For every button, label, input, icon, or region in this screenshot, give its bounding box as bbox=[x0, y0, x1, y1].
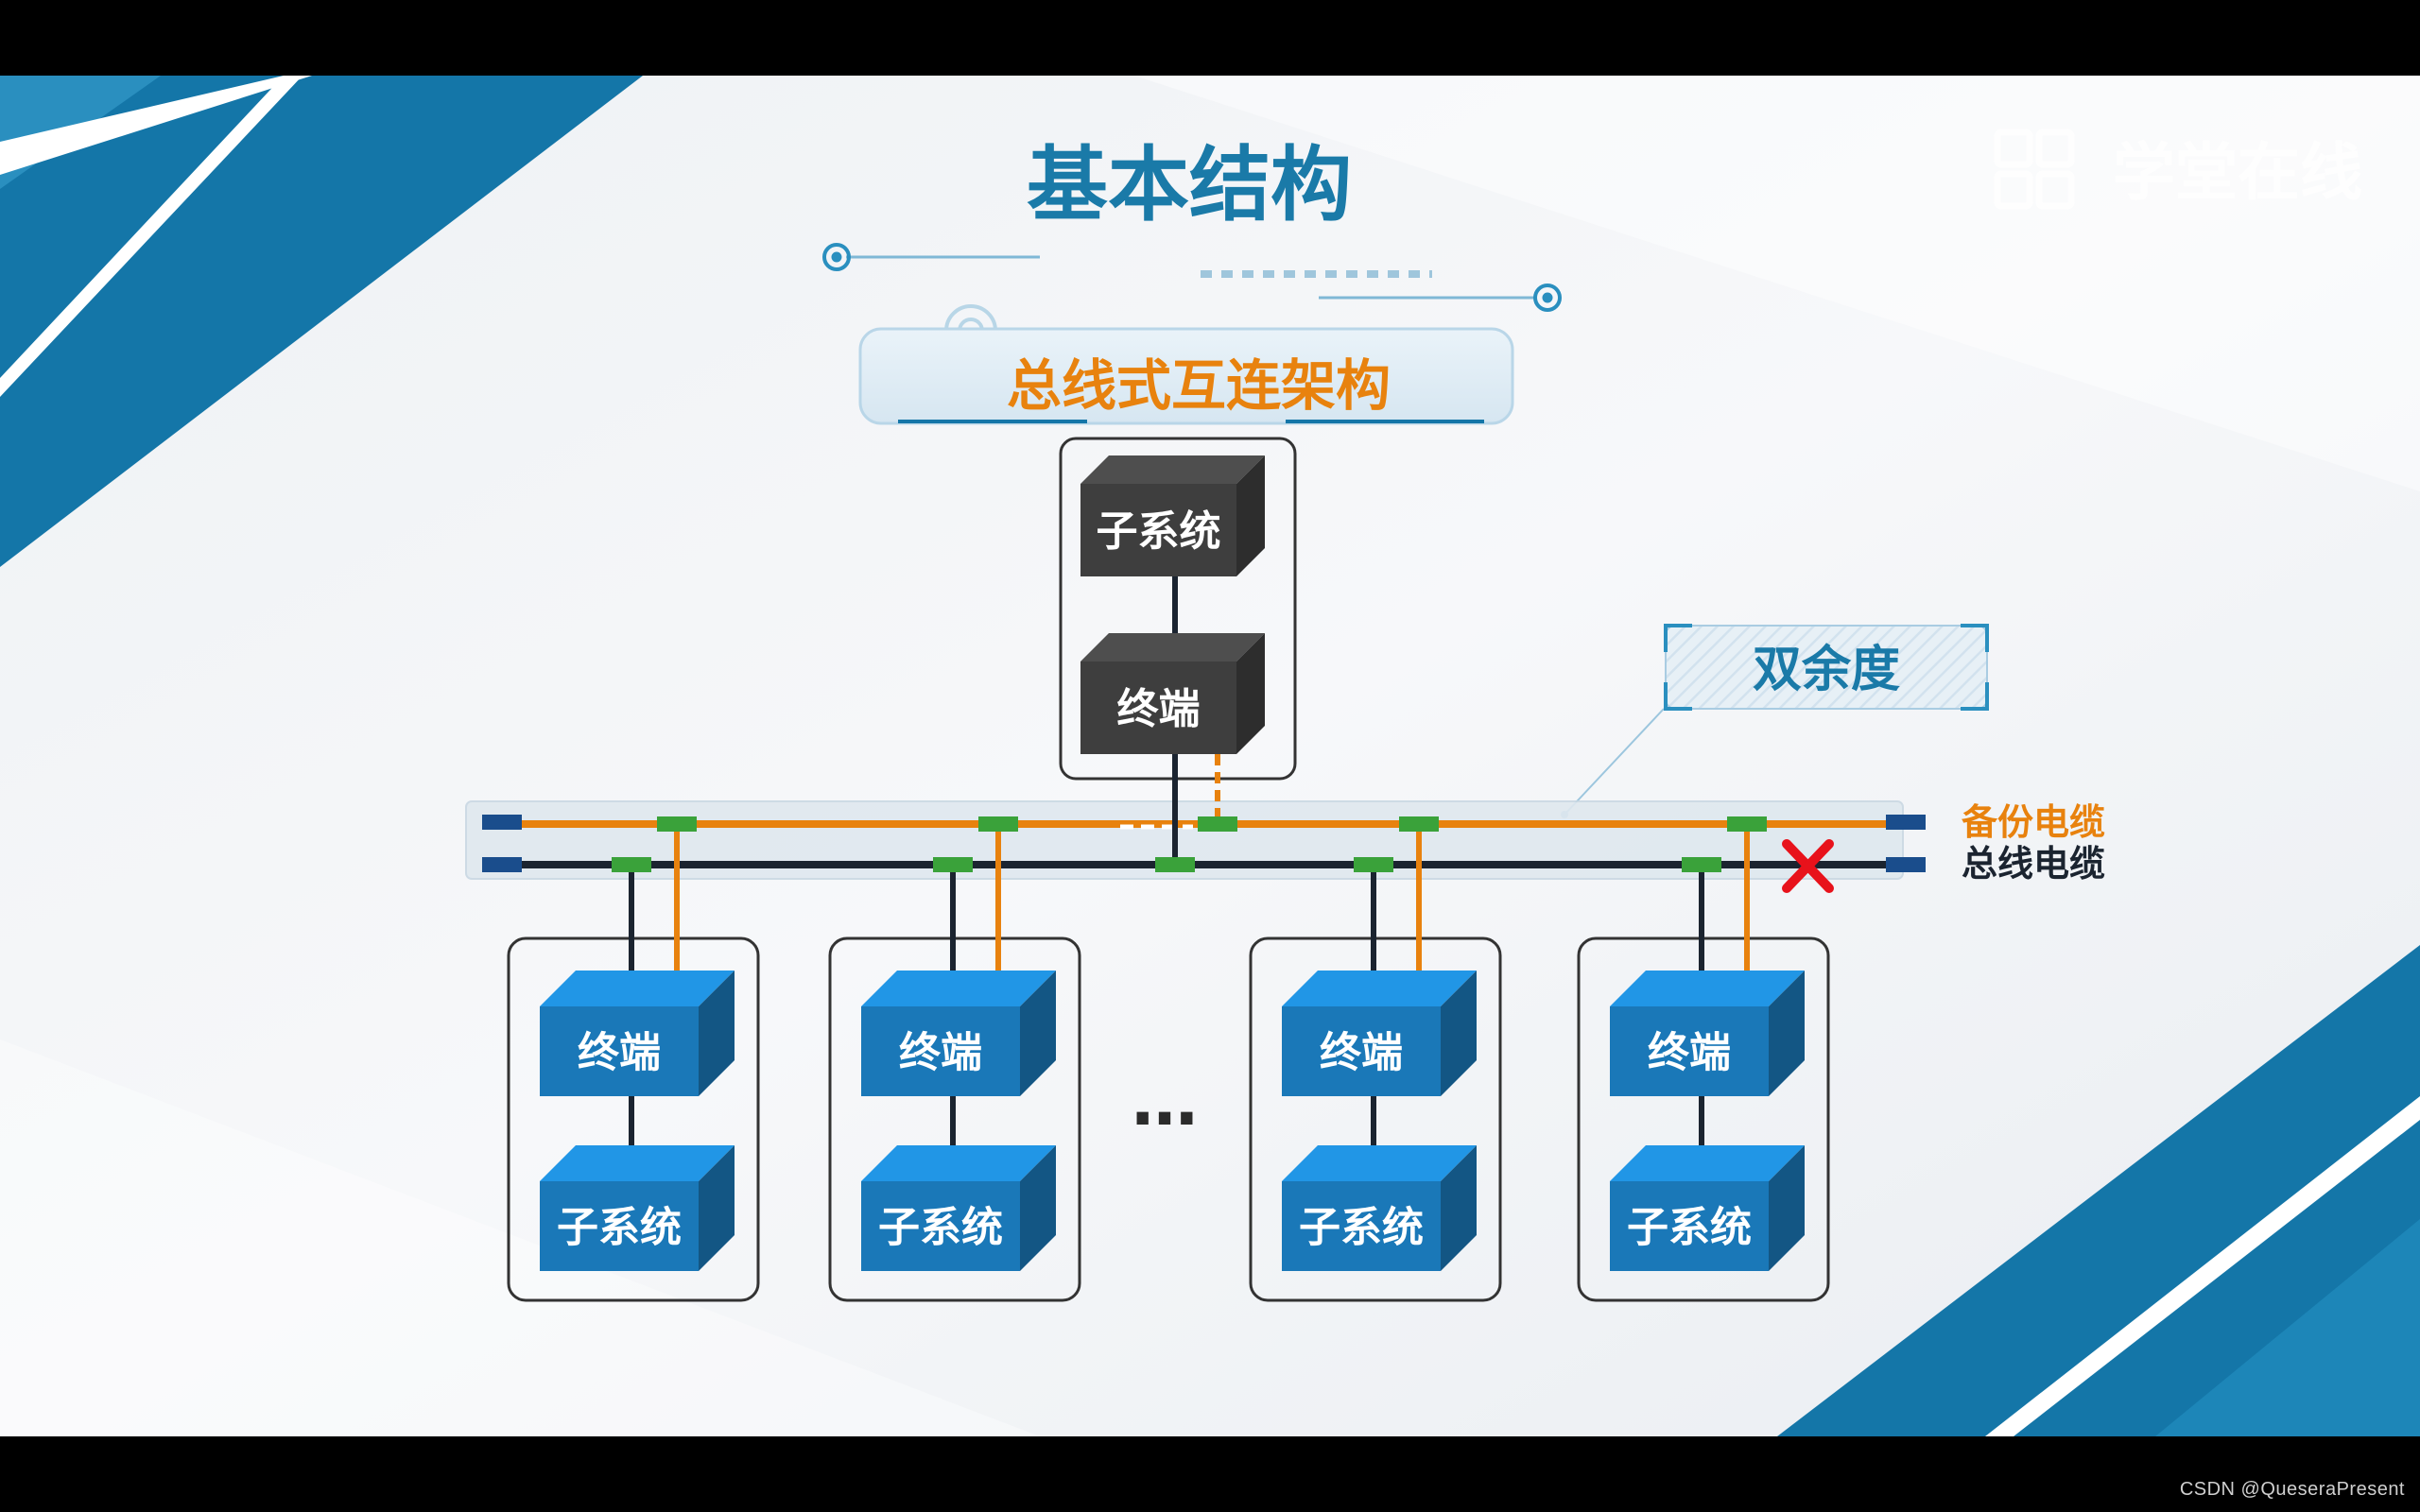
top-subsystem-block-label: 子系统 bbox=[1097, 507, 1221, 556]
module-4-subsystem-block: 子系统 bbox=[1610, 1145, 1805, 1271]
module-4-subsystem-block-label: 子系统 bbox=[1627, 1204, 1752, 1252]
module-1-subsystem-block: 子系统 bbox=[540, 1145, 735, 1271]
watermark: 学堂在线 bbox=[1994, 129, 2362, 210]
module-1-terminal-block: 终端 bbox=[540, 971, 735, 1096]
module-2-subsystem-block-label: 子系统 bbox=[878, 1204, 1003, 1252]
top-subsystem-block: 子系统 bbox=[1080, 455, 1265, 576]
module-1-backup-connector bbox=[657, 816, 697, 832]
module-2-backup-connector bbox=[978, 816, 1018, 832]
credit-text: CSDN @QueseraPresent bbox=[2179, 1479, 2405, 1500]
redundancy-callout: 双余度 bbox=[1561, 624, 1989, 818]
module-3-main-connector bbox=[1354, 857, 1393, 872]
module-3-subsystem-block-label: 子系统 bbox=[1299, 1204, 1424, 1252]
module-2-subsystem-block: 子系统 bbox=[861, 1145, 1056, 1271]
legend-bus-cable: 总线电缆 bbox=[1962, 843, 2105, 885]
module-3-backup-connector bbox=[1399, 816, 1439, 832]
redundancy-label: 双余度 bbox=[1753, 642, 1900, 698]
top-backup-connector bbox=[1198, 816, 1237, 832]
module-3-terminal-block-label: 终端 bbox=[1320, 1029, 1403, 1077]
top-terminal-block: 终端 bbox=[1080, 633, 1265, 754]
module-2-main-connector bbox=[933, 857, 973, 872]
bus-end-left-main bbox=[482, 857, 522, 872]
slide-background bbox=[0, 76, 2420, 1436]
module-4-backup-connector bbox=[1727, 816, 1767, 832]
module-4-main-connector bbox=[1682, 857, 1721, 872]
top-terminal-block-label: 终端 bbox=[1117, 685, 1201, 733]
subtitle-banner: 总线式互连架构 bbox=[858, 327, 1514, 425]
module-4-terminal-block-label: 终端 bbox=[1648, 1029, 1731, 1077]
fault-x-icon bbox=[1782, 839, 1834, 893]
bus-end-left-backup bbox=[482, 815, 522, 830]
module-4-terminal-block: 终端 bbox=[1610, 971, 1805, 1096]
module-3-subsystem-block: 子系统 bbox=[1282, 1145, 1477, 1271]
more-modules-ellipsis: … bbox=[1132, 1063, 1198, 1141]
page-title: 基本结构 bbox=[1027, 138, 1352, 232]
bus-end-right-backup bbox=[1886, 815, 1926, 830]
subtitle: 总线式互连架构 bbox=[1007, 353, 1391, 418]
bus-end-right-main bbox=[1886, 857, 1926, 872]
module-2-terminal-block-label: 终端 bbox=[899, 1029, 982, 1077]
logo-icon bbox=[1994, 129, 2075, 210]
module-3-terminal-block: 终端 bbox=[1282, 971, 1477, 1096]
module-1-subsystem-block-label: 子系统 bbox=[557, 1204, 682, 1252]
module-2-terminal-block: 终端 bbox=[861, 971, 1056, 1096]
watermark-text: 学堂在线 bbox=[2113, 136, 2362, 209]
legend-backup-cable: 备份电缆 bbox=[1962, 801, 2105, 843]
top-main-connector bbox=[1155, 857, 1195, 872]
module-1-main-connector bbox=[612, 857, 651, 872]
module-1-terminal-block-label: 终端 bbox=[578, 1029, 661, 1077]
